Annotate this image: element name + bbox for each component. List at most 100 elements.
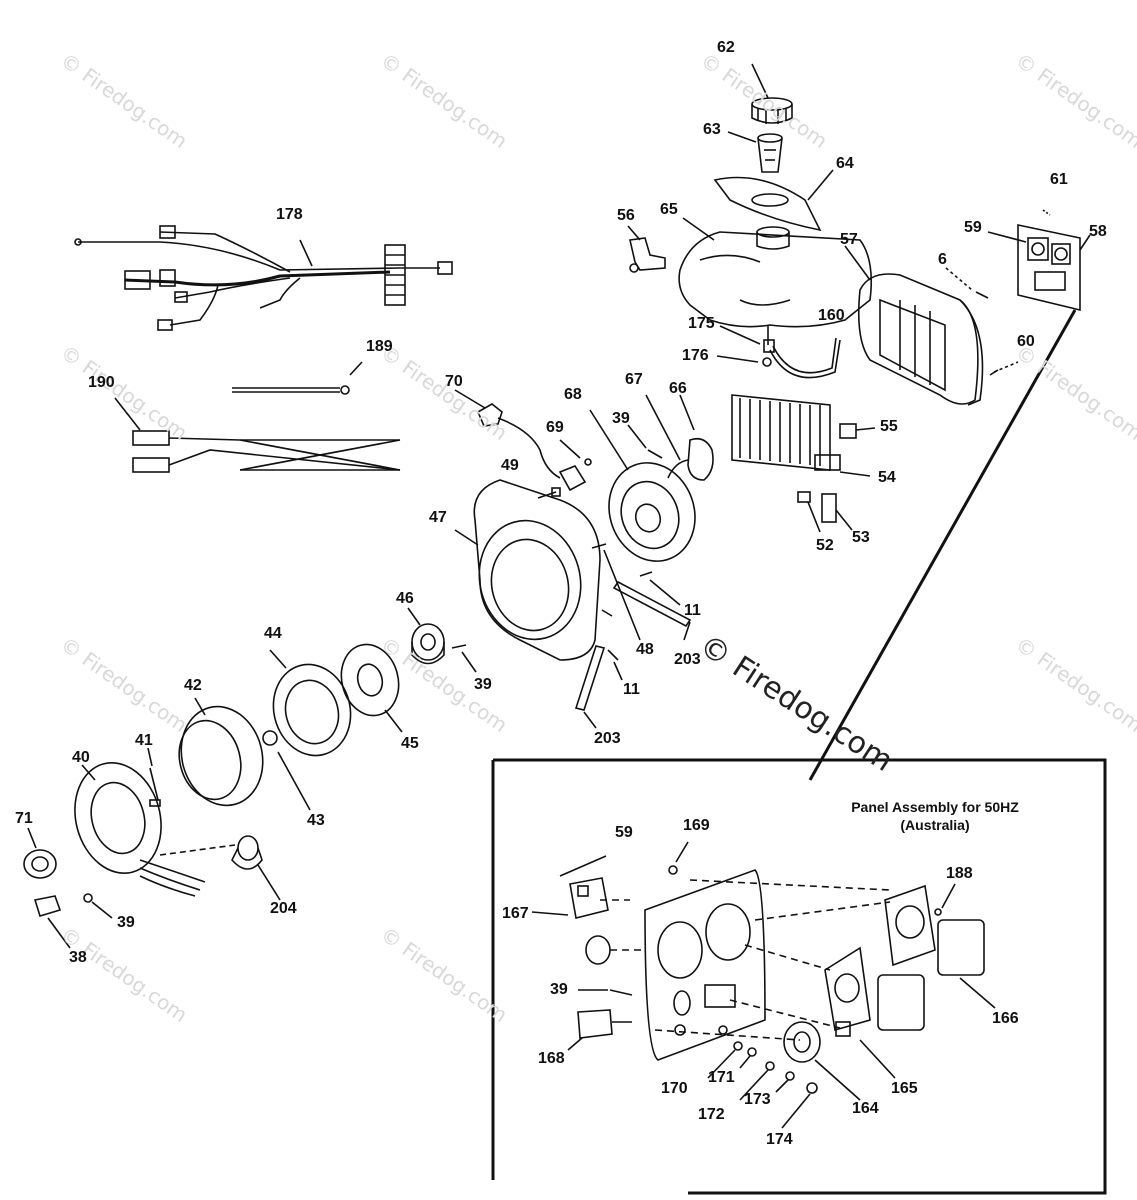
socket-164 [783, 1021, 861, 1101]
blower-housing-47 [454, 479, 601, 661]
part-label: 47 [429, 509, 447, 526]
part-label: 48 [636, 641, 654, 658]
bolt-39-lower [83, 893, 113, 919]
part-label: 175 [688, 315, 715, 332]
dashed-assembly-lines [600, 879, 891, 1041]
part-label: 60 [1017, 333, 1035, 350]
breaker-168 [567, 1009, 632, 1051]
control-panel-58 [987, 209, 1091, 312]
part-label: 167 [502, 905, 529, 922]
washers-170-174 [707, 1041, 818, 1129]
part-label: 165 [891, 1080, 918, 1097]
fitting-175-176 [716, 325, 775, 367]
part-label: 68 [564, 386, 582, 403]
part-label: 46 [396, 590, 414, 607]
bracket-203-upper [612, 580, 692, 641]
ring-39 [578, 935, 633, 996]
screw-11-lower [607, 649, 623, 681]
inverter-54 [731, 394, 871, 477]
part-label: 203 [674, 651, 701, 668]
bolt-41 [147, 747, 161, 807]
leads-190 [114, 397, 401, 473]
part-label: 6 [938, 251, 947, 268]
spark-plug-69 [558, 439, 592, 492]
screw-11-upper [639, 571, 681, 606]
part-label: 190 [88, 374, 115, 391]
part-label: 168 [538, 1050, 565, 1067]
part-label: 203 [594, 730, 621, 747]
fan-hub-46 [407, 607, 445, 665]
screw-6 [945, 267, 989, 299]
part-label: 66 [669, 380, 687, 397]
screw-188 [934, 883, 956, 916]
fuel-tank-65 [678, 217, 873, 345]
seal-71 [23, 827, 57, 879]
part-label: 169 [683, 817, 710, 834]
bracket-56 [627, 225, 666, 273]
part-label: 173 [744, 1091, 771, 1108]
part-label: 171 [708, 1069, 735, 1086]
recoil-starter-68 [589, 409, 696, 562]
part-55 [839, 423, 876, 439]
panel-assembly-title: Panel Assembly for 50HZ (Australia) [830, 798, 1040, 834]
part-label: 49 [501, 457, 519, 474]
rotor-42 [178, 697, 264, 807]
part-label: 59 [615, 824, 633, 841]
stator-40 [74, 762, 236, 897]
part-label: 11 [623, 681, 640, 698]
part-label: 38 [69, 949, 87, 966]
part-label: 39 [550, 981, 568, 998]
part-label: 63 [703, 121, 721, 138]
cover-165 [859, 974, 925, 1079]
part-label: 59 [964, 219, 982, 236]
panel-title-line2: (Australia) [900, 817, 970, 834]
part-label: 172 [698, 1106, 725, 1123]
cover-166 [937, 919, 996, 1009]
part-label: 11 [684, 602, 701, 619]
part-label: 44 [264, 625, 282, 642]
part-label: 64 [836, 155, 854, 172]
part-label: 52 [816, 537, 834, 554]
meter-outlet-1 [824, 946, 871, 1032]
wire-189 [232, 361, 363, 395]
part-label: 54 [878, 469, 896, 486]
fuel-strainer-63 [727, 131, 783, 173]
part-label: 176 [682, 347, 709, 364]
grommet-204 [231, 835, 281, 901]
part-label: 39 [612, 410, 630, 427]
part-label: 56 [617, 207, 635, 224]
starter-handle-66-67 [645, 394, 714, 481]
part-label: 53 [852, 529, 870, 546]
panel-callout-line [808, 309, 1077, 781]
part-label: 70 [445, 373, 463, 390]
part-label: 61 [1050, 171, 1068, 188]
fuel-cap-62 [751, 63, 793, 124]
part-label: 204 [270, 900, 297, 917]
screw-60 [989, 361, 1019, 376]
bolt-39-upper [627, 424, 663, 459]
part-label: 62 [717, 39, 735, 56]
bolt-39-mid [451, 644, 477, 673]
part-label: 57 [840, 231, 858, 248]
part-38 [33, 895, 71, 949]
part-label: 178 [276, 206, 303, 223]
meter-outlet-2 [884, 884, 936, 967]
bracket-203-lower [574, 645, 606, 729]
part-label: 174 [766, 1131, 793, 1148]
part-label: 166 [992, 1010, 1019, 1027]
part-label: 67 [625, 371, 643, 388]
part-label: 160 [818, 307, 845, 324]
part-label: 45 [401, 735, 419, 752]
frame-57 [844, 245, 984, 406]
part-label: 164 [852, 1100, 879, 1117]
part-label: 69 [546, 419, 564, 436]
part-label: 43 [307, 812, 325, 829]
part-label: 55 [880, 418, 898, 435]
part-label: 189 [366, 338, 393, 355]
part-label: 188 [946, 865, 973, 882]
part-label: 170 [661, 1080, 688, 1097]
switch-167 [531, 855, 609, 919]
fuel-gasket-64 [713, 169, 834, 232]
part-label: 71 [15, 810, 33, 827]
